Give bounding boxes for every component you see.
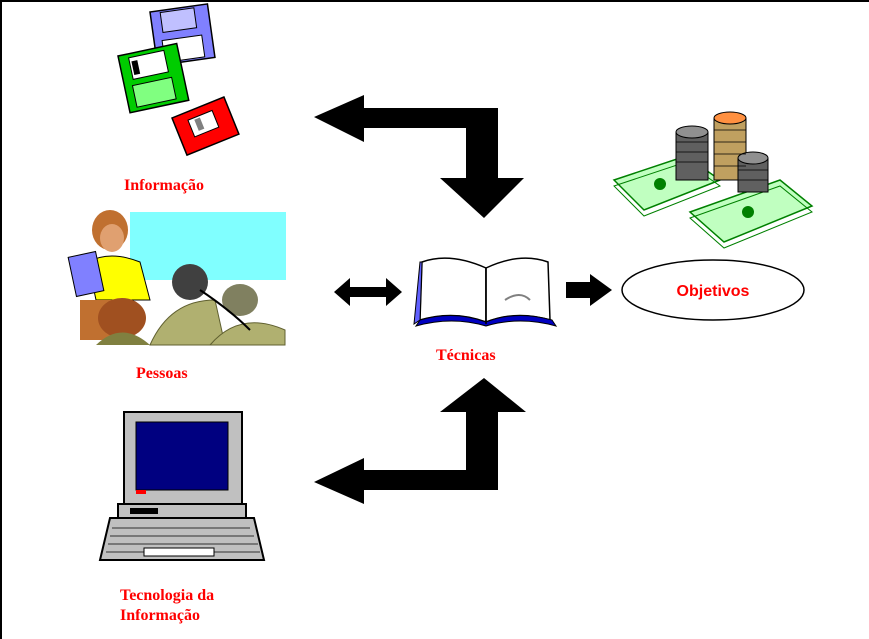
informacao-label: Informação <box>124 177 204 194</box>
objetivos-label: Objetivos <box>677 283 750 300</box>
pessoas-label: Pessoas <box>136 365 188 382</box>
tecnicas-label: Técnicas <box>436 347 496 364</box>
computer-icon <box>98 411 266 561</box>
objetivos-ellipse <box>621 259 805 321</box>
arrow-tecnologia-tecnicas <box>314 378 526 504</box>
tecnologia-label-line1: Tecnologia da <box>120 587 215 604</box>
arrow-informacao-tecnicas <box>314 95 524 218</box>
people-meeting-icon <box>67 210 286 346</box>
money-coins-icon <box>612 111 814 249</box>
tecnologia-label-line2: Informação <box>120 607 200 624</box>
arrow-pessoas-tecnicas <box>334 278 402 306</box>
open-book-icon <box>413 257 558 327</box>
floppy-disks-icon <box>117 3 240 157</box>
arrow-tecnicas-objetivos <box>566 274 612 306</box>
